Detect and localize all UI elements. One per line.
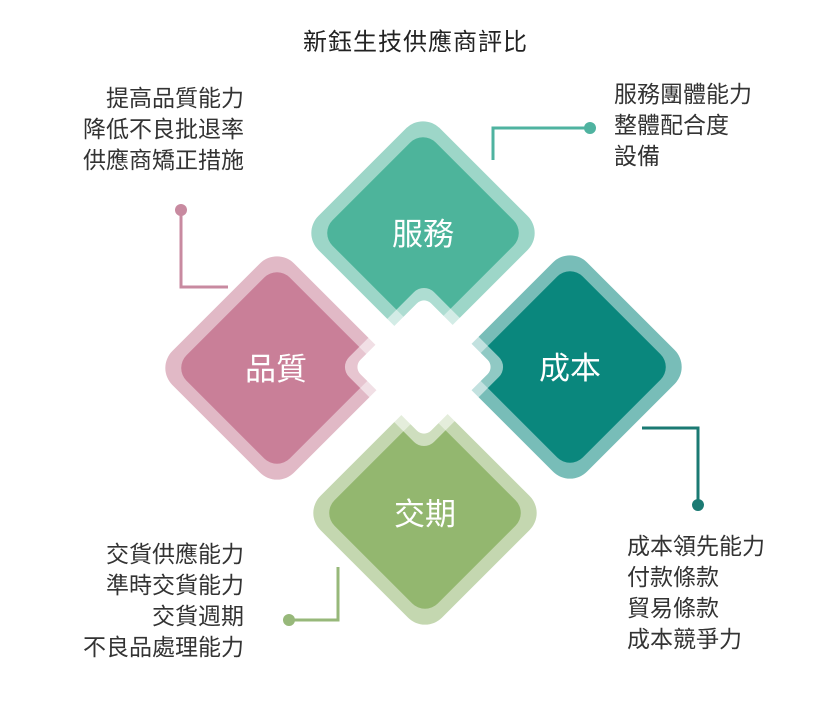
note-service-line: 服務團體能力 xyxy=(614,82,752,108)
petal-quality xyxy=(165,256,389,480)
petal-cost xyxy=(458,255,682,479)
note-quality-line: 降低不良批退率 xyxy=(83,117,244,143)
diagram-title: 新鈺生技供應商評比 xyxy=(303,28,528,56)
note-delivery-line: 準時交貨能力 xyxy=(106,573,244,599)
note-delivery-line: 交貨週期 xyxy=(152,604,244,630)
petal-label-quality: 品質 xyxy=(245,352,307,388)
connector-cost xyxy=(642,426,704,511)
note-cost: 成本領先能力 付款條款 貿易條款 成本競爭力 xyxy=(627,532,765,656)
note-quality: 提高品質能力 降低不良批退率 供應商矯正措施 xyxy=(83,84,244,177)
note-cost-line: 貿易條款 xyxy=(627,596,719,622)
note-quality-line: 提高品質能力 xyxy=(106,86,244,112)
note-cost-line: 成本競爭力 xyxy=(627,627,742,653)
petal-label-delivery: 交期 xyxy=(394,497,456,533)
connector-quality xyxy=(175,204,228,289)
petal-label-service: 服務 xyxy=(392,217,454,253)
note-service: 服務團體能力 整體配合度 設備 xyxy=(614,80,752,173)
note-cost-line: 付款條款 xyxy=(627,565,719,591)
connector-service xyxy=(491,122,596,160)
petal-service xyxy=(311,121,535,345)
note-service-line: 整體配合度 xyxy=(614,113,729,139)
note-quality-line: 供應商矯正措施 xyxy=(83,148,244,174)
center-diamond xyxy=(344,287,504,447)
note-service-line: 設備 xyxy=(614,144,660,170)
petal-label-cost: 成本 xyxy=(539,351,601,387)
note-delivery-line: 交貨供應能力 xyxy=(106,542,244,568)
connector-delivery xyxy=(283,567,340,626)
note-delivery-line: 不良品處理能力 xyxy=(83,635,244,661)
petal-delivery xyxy=(313,401,537,625)
note-cost-line: 成本領先能力 xyxy=(627,534,765,560)
note-delivery: 交貨供應能力 準時交貨能力 交貨週期 不良品處理能力 xyxy=(83,540,244,664)
